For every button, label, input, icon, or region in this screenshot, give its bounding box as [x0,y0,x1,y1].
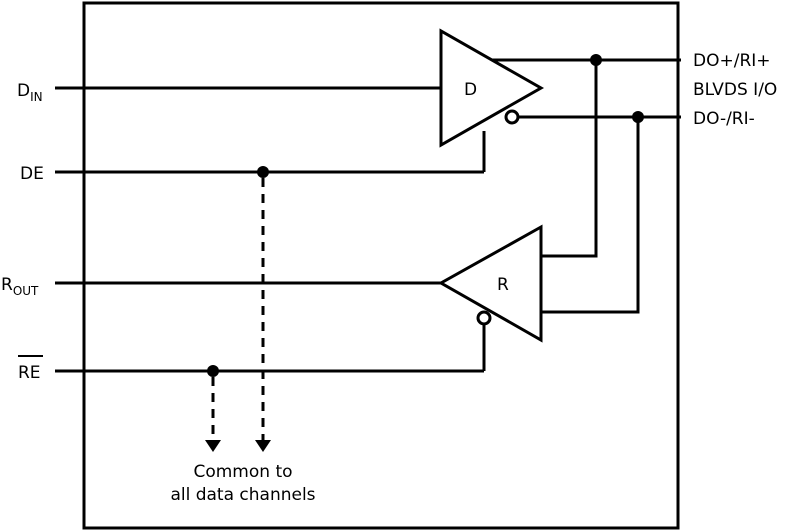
receiver-label: R [497,275,509,295]
de-pin-label: DE [20,164,44,184]
common-note-line1: Common to [193,462,292,482]
do-neg-label: DO-/RI- [693,109,755,129]
din-pin-label: DIN [17,81,43,104]
bus-label: BLVDS I/O [693,80,777,100]
do-pos-label: DO+/RI+ [693,51,771,71]
de-junction-dot [257,166,269,178]
receiver-inverting-bubble [476,310,492,326]
re-common-arrowhead [205,440,221,452]
chip-outline [82,1,680,530]
ri-pos-wire [541,60,598,258]
common-note-line2: all data channels [170,485,315,505]
receiver-triangle [437,224,543,343]
rout-pin-label: ROUT [1,275,39,298]
ri-neg-wire [541,117,640,314]
re-pin-label: RE [18,363,41,383]
driver-triangle [439,28,545,148]
driver-label: D [464,80,477,100]
re-junction-dot [207,365,219,377]
driver-inverting-bubble [504,109,520,125]
de-common-arrowhead [255,440,271,452]
